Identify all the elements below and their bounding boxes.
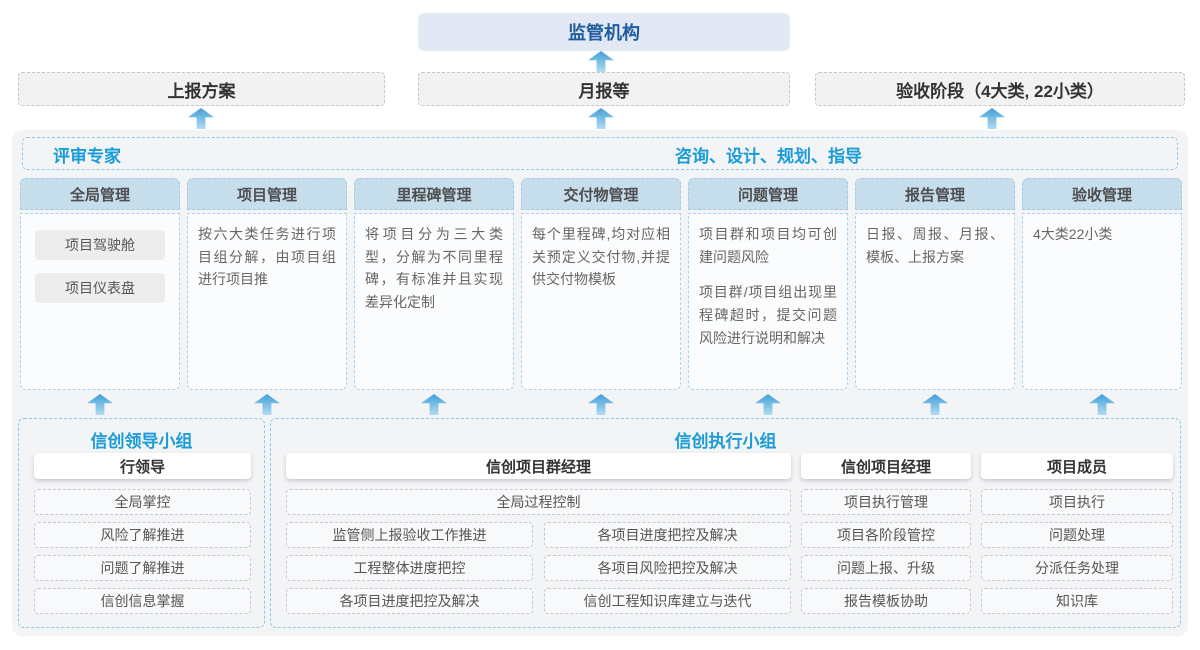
column-global-management: 全局管理 项目驾驶舱 项目仪表盘: [20, 178, 180, 390]
column-text: 将项目分为三大类型，分解为不同里程碑，有标准并且实现差异化定制: [365, 226, 503, 311]
column-issue-management: 问题管理 项目群和项目均可创建问题风险 项目群/项目组出现里程碑超时，提交问题风…: [688, 178, 848, 390]
column-text: 4大类22小类: [1033, 226, 1113, 242]
monthly-report-label: 月报等: [578, 81, 630, 101]
up-arrow-icon: [188, 108, 214, 129]
column-header: 问题管理: [688, 178, 848, 210]
up-arrow-icon: [588, 51, 614, 72]
list-item: 项目执行管理: [801, 489, 971, 515]
list-item: 分派任务处理: [981, 555, 1173, 581]
column-report-management: 报告管理 日报、周报、月报、模板、上报方案: [855, 178, 1015, 390]
main-panel: 评审专家 咨询、设计、规划、指导 全局管理 项目驾驶舱 项目仪表盘 项目管理 按…: [12, 130, 1188, 636]
leadership-group-title: 信创领导小组: [90, 431, 193, 451]
report-plan-label: 上报方案: [167, 81, 236, 101]
column-header: 里程碑管理: [354, 178, 514, 210]
list-item: 项目各阶段管控: [801, 522, 971, 548]
report-plan-box: 上报方案: [18, 72, 385, 106]
list-item: 项目执行: [981, 489, 1173, 515]
column-body: 项目群和项目均可创建问题风险 项目群/项目组出现里程碑超时，提交问题风险进行说明…: [688, 213, 848, 390]
execution-group-title: 信创执行小组: [674, 431, 777, 451]
up-arrow-icon: [588, 108, 614, 129]
role-header-program-manager: 信创项目群经理: [286, 453, 791, 479]
list-item: 全局掌控: [34, 489, 251, 515]
list-item: 问题处理: [981, 522, 1173, 548]
up-arrow-icon: [87, 394, 113, 415]
column-text: 日报、周报、月报、模板、上报方案: [866, 226, 1004, 265]
list-item: 各项目风险把控及解决: [544, 555, 791, 581]
column-header: 项目管理: [187, 178, 347, 210]
list-item: 信创工程知识库建立与迭代: [544, 588, 791, 614]
column-header: 报告管理: [855, 178, 1015, 210]
column-header: 验收管理: [1022, 178, 1182, 210]
column-body: 每个里程碑,均对应相关预定义交付物,并提供交付物模板: [521, 213, 681, 390]
column-milestone-management: 里程碑管理 将项目分为三大类型，分解为不同里程碑，有标准并且实现差异化定制: [354, 178, 514, 390]
list-item: 信创信息掌握: [34, 588, 251, 614]
advisor-strip: 评审专家 咨询、设计、规划、指导: [22, 137, 1178, 170]
list-item: 问题了解推进: [34, 555, 251, 581]
column-text: 每个里程碑,均对应相关预定义交付物,并提供交付物模板: [532, 226, 670, 288]
regulator-box: 监管机构: [418, 13, 790, 51]
column-deliverable-management: 交付物管理 每个里程碑,均对应相关预定义交付物,并提供交付物模板: [521, 178, 681, 390]
up-arrow-icon: [1089, 394, 1115, 415]
regulator-label: 监管机构: [568, 23, 640, 43]
consulting-label: 咨询、设计、规划、指导: [675, 147, 862, 166]
list-item: 风险了解推进: [34, 522, 251, 548]
column-text: 按六大类任务进行项目组分解，由项目组进行项目推: [198, 226, 336, 288]
acceptance-phase-box: 验收阶段（4大类, 22小类）: [815, 72, 1185, 106]
column-body: 日报、周报、月报、模板、上报方案: [855, 213, 1015, 390]
up-arrow-icon: [588, 394, 614, 415]
up-arrow-icon: [922, 394, 948, 415]
monthly-report-box: 月报等: [418, 72, 790, 106]
list-item: 全局过程控制: [286, 489, 791, 515]
list-item: 工程整体进度把控: [286, 555, 533, 581]
list-item: 各项目进度把控及解决: [544, 522, 791, 548]
column-body: 4大类22小类: [1022, 213, 1182, 390]
list-item: 报告模板协助: [801, 588, 971, 614]
column-header: 全局管理: [20, 178, 180, 210]
execution-group-box: 信创执行小组 信创项目群经理 全局过程控制 监管侧上报验收工作推进 工程整体进度…: [270, 418, 1181, 628]
acceptance-phase-label: 验收阶段（4大类, 22小类）: [896, 81, 1104, 101]
up-arrow-icon: [254, 394, 280, 415]
review-experts-label: 评审专家: [53, 147, 121, 166]
up-arrow-icon: [755, 394, 781, 415]
list-item: 问题上报、升级: [801, 555, 971, 581]
role-header-bank-leaders: 行领导: [34, 453, 251, 479]
chip-project-dashboard: 项目仪表盘: [35, 273, 165, 303]
role-header-project-manager: 信创项目经理: [801, 453, 971, 479]
column-body: 按六大类任务进行项目组分解，由项目组进行项目推: [187, 213, 347, 390]
leadership-group-box: 信创领导小组 行领导 全局掌控 风险了解推进 问题了解推进 信创信息掌握: [18, 418, 265, 628]
column-header: 交付物管理: [521, 178, 681, 210]
column-body: 项目驾驶舱 项目仪表盘: [20, 213, 180, 390]
up-arrow-icon: [979, 108, 1005, 129]
list-item: 监管侧上报验收工作推进: [286, 522, 533, 548]
column-text: 项目群/项目组出现里程碑超时，提交问题风险进行说明和解决: [699, 284, 837, 346]
chip-project-cockpit: 项目驾驶舱: [35, 230, 165, 260]
column-acceptance-management: 验收管理 4大类22小类: [1022, 178, 1182, 390]
column-body: 将项目分为三大类型，分解为不同里程碑，有标准并且实现差异化定制: [354, 213, 514, 390]
role-header-project-members: 项目成员: [981, 453, 1173, 479]
list-item: 知识库: [981, 588, 1173, 614]
column-text: 项目群和项目均可创建问题风险: [699, 226, 837, 265]
up-arrow-icon: [421, 394, 447, 415]
list-item: 各项目进度把控及解决: [286, 588, 533, 614]
column-project-management: 项目管理 按六大类任务进行项目组分解，由项目组进行项目推: [187, 178, 347, 390]
